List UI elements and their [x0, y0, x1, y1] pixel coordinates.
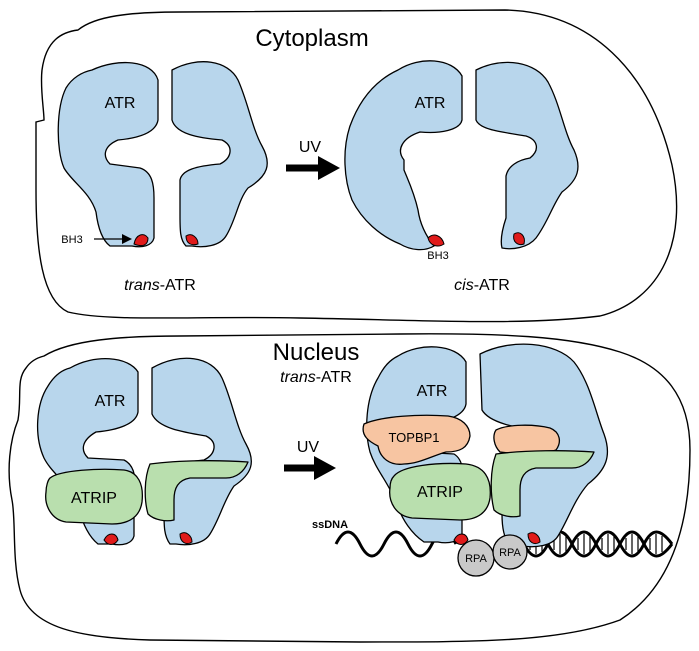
- trans-atr-complex-cytoplasm: ATR BH3 trans-ATR: [57, 61, 268, 294]
- atr-left-lobe: [344, 60, 463, 251]
- cytoplasm-cell-outline: [35, 9, 678, 323]
- nucleus-panel: Nucleus trans-ATR ATR ATRIP UV ssDNA: [8, 333, 691, 643]
- bh3-site-left: [453, 533, 469, 545]
- right-arrow-head: [318, 156, 340, 180]
- atr-label: ATR: [95, 393, 126, 410]
- atrip-right: [144, 460, 249, 522]
- right-arrow-head: [314, 456, 336, 480]
- atrip-label: ATRIP: [417, 484, 463, 501]
- topbp1-right: [493, 424, 561, 455]
- bh3-site-right: [513, 232, 525, 245]
- uv-label: UV: [297, 439, 320, 456]
- atr-right-lobe: [171, 61, 268, 248]
- trans-atr-caption: trans-ATR: [124, 277, 196, 294]
- atrip-left: [389, 462, 491, 521]
- bh3-pointer: [94, 234, 132, 244]
- nucleus-cell-outline: [8, 333, 691, 643]
- bh3-site-left: [133, 234, 149, 247]
- atr-label: ATR: [415, 95, 446, 112]
- atrip-label: ATRIP: [71, 490, 117, 507]
- active-atr-complex: ATR TOPBP1 ATRIP RPA RPA: [362, 343, 609, 577]
- bh3-site-left: [103, 533, 119, 545]
- ssdna-label: ssDNA: [312, 519, 348, 531]
- rpa-label-right: RPA: [499, 547, 521, 559]
- cytoplasm-title: Cytoplasm: [255, 25, 368, 52]
- atr-label: ATR: [105, 95, 136, 112]
- uv-arrow-cytoplasm: UV: [286, 139, 340, 180]
- cytoplasm-panel: Cytoplasm ATR BH3 trans-ATR UV ATR: [35, 9, 678, 323]
- rpa-protein-right: [492, 534, 528, 570]
- bh3-site-right: [527, 532, 541, 545]
- atrip-right: [490, 450, 595, 518]
- bh3-site-right: [185, 234, 199, 246]
- uv-arrow-nucleus: UV: [284, 439, 336, 480]
- trans-atr-atrip-complex: ATR ATRIP: [36, 357, 252, 546]
- topbp1-label: TOPBP1: [388, 430, 439, 445]
- rpa-label-left: RPA: [465, 553, 487, 565]
- atr-label: ATR: [417, 383, 448, 400]
- bh3-site-left: [427, 234, 445, 247]
- bh3-label: BH3: [427, 250, 448, 262]
- cis-atr-caption: cis-ATR: [454, 277, 510, 294]
- bh3-site-right: [179, 532, 193, 545]
- uv-label: UV: [299, 139, 322, 156]
- atr-right-lobe: [151, 357, 252, 546]
- atr-right-lobe: [475, 61, 579, 250]
- nucleus-trans-atr-caption: trans-ATR: [280, 369, 352, 386]
- topbp1-left: [362, 414, 471, 465]
- nucleus-title: Nucleus: [273, 339, 360, 366]
- bh3-label: BH3: [61, 234, 82, 246]
- atrip-left: [45, 468, 144, 525]
- atr-left-lobe: [57, 61, 159, 248]
- cis-atr-complex-cytoplasm: ATR BH3 cis-ATR: [344, 60, 579, 294]
